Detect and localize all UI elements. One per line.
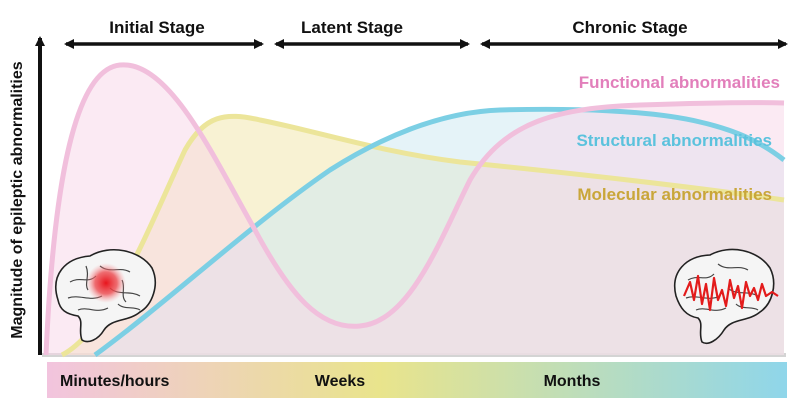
latent-stage-label: Latent Stage	[301, 18, 403, 37]
chronic-stage-label: Chronic Stage	[572, 18, 687, 37]
initial-stage-label: Initial Stage	[109, 18, 204, 37]
molecular-abnormalities-label: Molecular abnormalities	[577, 185, 772, 204]
structural-abnormalities-label: Structural abnormalities	[576, 131, 772, 150]
functional-abnormalities-label: Functional abnormalities	[579, 73, 780, 92]
structural-curve-line	[93, 106, 786, 358]
y-axis-label: Magnitude of epileptic abnormalities	[9, 61, 26, 338]
molecular-curve-line	[60, 113, 785, 358]
functional-curve-area	[46, 64, 784, 355]
brain-focal-lesion-icon	[55, 248, 156, 343]
timeline-label-weeks: Weeks	[315, 373, 366, 390]
timeline-label-minutes-hours: Minutes/hours	[60, 373, 169, 390]
timeline-gradient-bar	[47, 362, 787, 398]
functional-curve-line	[43, 62, 785, 356]
timeline-label-months: Months	[544, 373, 601, 390]
brain-seizure-activity-icon	[673, 248, 779, 345]
